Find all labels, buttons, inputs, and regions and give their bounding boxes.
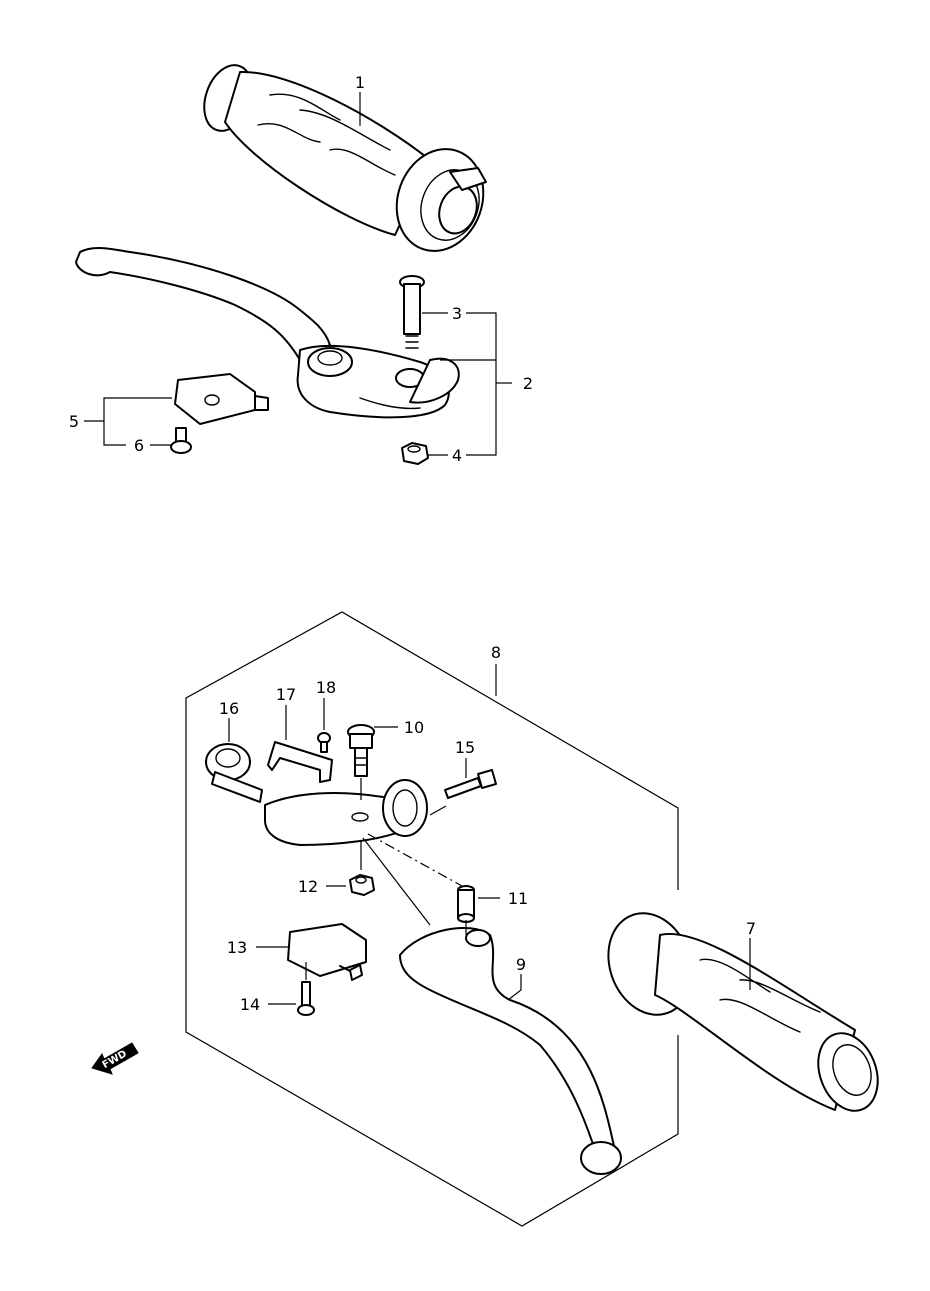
upper-leader-lines	[84, 92, 512, 456]
front-brake-switch	[174, 373, 269, 425]
pivot-nut	[401, 442, 429, 465]
callout-10: 10	[404, 718, 424, 737]
callout-5: 5	[69, 412, 79, 431]
callout-3: 3	[452, 304, 462, 323]
clutch-switch-screw	[297, 981, 315, 1016]
lower-leader-lines	[228, 664, 751, 1005]
callout-6: 6	[134, 436, 144, 455]
bracket-screw	[317, 732, 331, 753]
lever-holder	[264, 779, 428, 846]
callout-14: 14	[240, 995, 260, 1014]
left-grip	[607, 912, 879, 1112]
throttle-grip	[203, 64, 487, 252]
callout-4: 4	[452, 446, 462, 465]
lever-nut	[349, 874, 375, 896]
callout-15: 15	[455, 738, 475, 757]
callout-labels: 1 3 2 4 5 6 8 17 18 16 10 15 12 11 13 14…	[69, 73, 756, 1014]
pivot-bolt	[399, 275, 425, 349]
lever-adjuster	[205, 743, 263, 803]
callout-11: 11	[508, 889, 528, 908]
callout-1: 1	[355, 73, 365, 92]
callout-16: 16	[219, 699, 239, 718]
callout-8: 8	[491, 643, 501, 662]
brake-lever-assembly	[75, 246, 460, 419]
fwd-label: FWD	[101, 1049, 129, 1072]
callout-9: 9	[516, 955, 526, 974]
cable-bracket	[267, 741, 333, 783]
lever-pivot-bolt	[347, 724, 375, 777]
kit-boundary	[185, 611, 679, 1227]
forward-arrow-icon: FWD	[91, 1042, 139, 1075]
callout-12: 12	[298, 877, 318, 896]
callout-17: 17	[276, 685, 296, 704]
switch-screw	[170, 427, 192, 454]
holder-bolt	[444, 769, 497, 799]
clutch-lever	[399, 927, 622, 1175]
callout-2: 2	[523, 374, 533, 393]
callout-18: 18	[316, 678, 336, 697]
lever-collar	[457, 885, 475, 923]
callout-13: 13	[227, 938, 247, 957]
clutch-switch	[287, 923, 367, 981]
callout-7: 7	[746, 919, 756, 938]
